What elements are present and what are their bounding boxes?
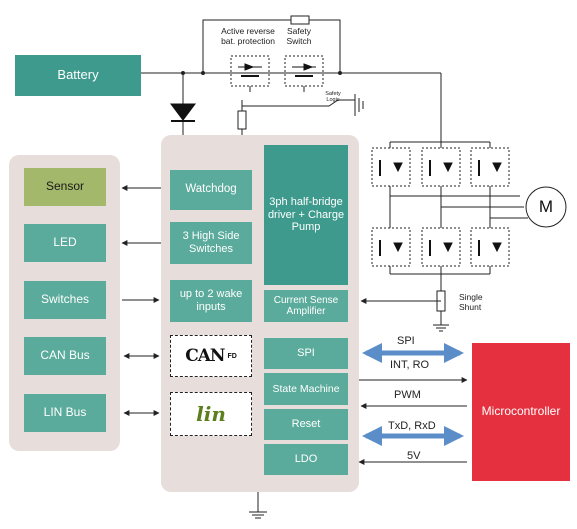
led-block: LED [24,224,106,262]
ldo-block: LDO [264,444,348,475]
safety-switch-label: Safety Switch [286,26,312,46]
current-sense-block: Current Sense Amplifier [264,290,348,322]
motor-label: M [538,197,554,216]
can-logo-fd: FD [227,352,237,360]
watchdog-block: Watchdog [170,170,252,210]
reverse-protection-label: Active reverse bat. protection [221,26,275,46]
high-side-switches-block: 3 High Side Switches [170,222,252,264]
can-fd-logo: CAN FD [170,335,252,377]
switches-block: Switches [24,281,106,319]
lin-logo: lin [170,392,252,436]
shunt-label: Single Shunt [459,292,483,312]
txd-rxd-signal-label: TxD, RxD [388,420,436,432]
int-ro-signal-label: INT, RO [390,359,430,371]
can-bus-block: CAN Bus [24,337,106,375]
microcontroller-block: Microcontroller [472,343,570,481]
can-logo-text: CAN [185,346,225,366]
safety-logic-label: Safety Logic [325,91,341,104]
sensor-block: Sensor [24,168,106,206]
battery-block: Battery [15,55,141,96]
spi-signal-label: SPI [397,335,415,347]
wake-inputs-block: up to 2 wake inputs [170,280,252,322]
reset-block: Reset [264,409,348,440]
driver-block: 3ph half-bridge driver + Charge Pump [264,145,348,285]
state-machine-block: State Machine [264,373,348,405]
lin-logo-text: lin [196,402,226,426]
5v-signal-label: 5V [407,450,421,462]
lin-bus-block: LIN Bus [24,394,106,432]
spi-block: SPI [264,338,348,369]
pwm-signal-label: PWM [394,389,421,401]
